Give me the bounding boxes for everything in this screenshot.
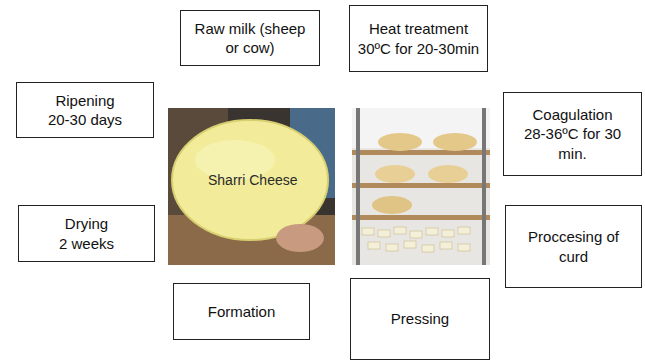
step-detail: 2 weeks	[59, 234, 114, 254]
step-title: Formation	[208, 302, 276, 322]
hand	[276, 224, 324, 252]
process-box: Formation	[173, 283, 310, 340]
step-title: Ripening	[55, 91, 114, 111]
step-title: Drying	[65, 214, 108, 234]
process-box: Drying2 weeks	[18, 205, 155, 262]
rack-post	[356, 108, 360, 265]
process-box: Pressing	[350, 278, 490, 360]
process-box: Proccesing of curd	[505, 205, 642, 288]
step-title: Coagulation	[532, 105, 612, 125]
photo-label: Sharri Cheese	[208, 172, 298, 188]
cheese	[372, 196, 412, 214]
cheese	[375, 165, 415, 183]
shelf	[352, 215, 490, 220]
cheese	[378, 133, 422, 151]
cheese-pieces	[362, 227, 470, 252]
step-title: Raw milk (sheep or cow)	[187, 19, 313, 58]
cheese	[433, 133, 477, 151]
step-title: Proccesing of curd	[512, 227, 635, 266]
photo-background	[168, 108, 335, 265]
rack-post	[482, 108, 486, 265]
process-box: Heat treatment30ºC for 20-30min	[349, 5, 488, 72]
cheese	[428, 165, 468, 183]
step-detail: 30ºC for 20-30min	[358, 39, 479, 59]
cheese-wheel	[172, 120, 328, 240]
step-detail: 28-36ºC for 30 min.	[510, 124, 635, 163]
process-box: Coagulation28-36ºC for 30 min.	[503, 92, 642, 176]
step-title: Pressing	[391, 309, 449, 329]
process-box: Ripening20-30 days	[16, 82, 154, 138]
step-detail: 20-30 days	[48, 110, 122, 130]
process-box: Raw milk (sheep or cow)	[180, 10, 320, 66]
shelf	[352, 183, 490, 188]
photo-background	[352, 108, 490, 265]
shelf	[352, 150, 490, 155]
step-title: Heat treatment	[369, 19, 468, 39]
